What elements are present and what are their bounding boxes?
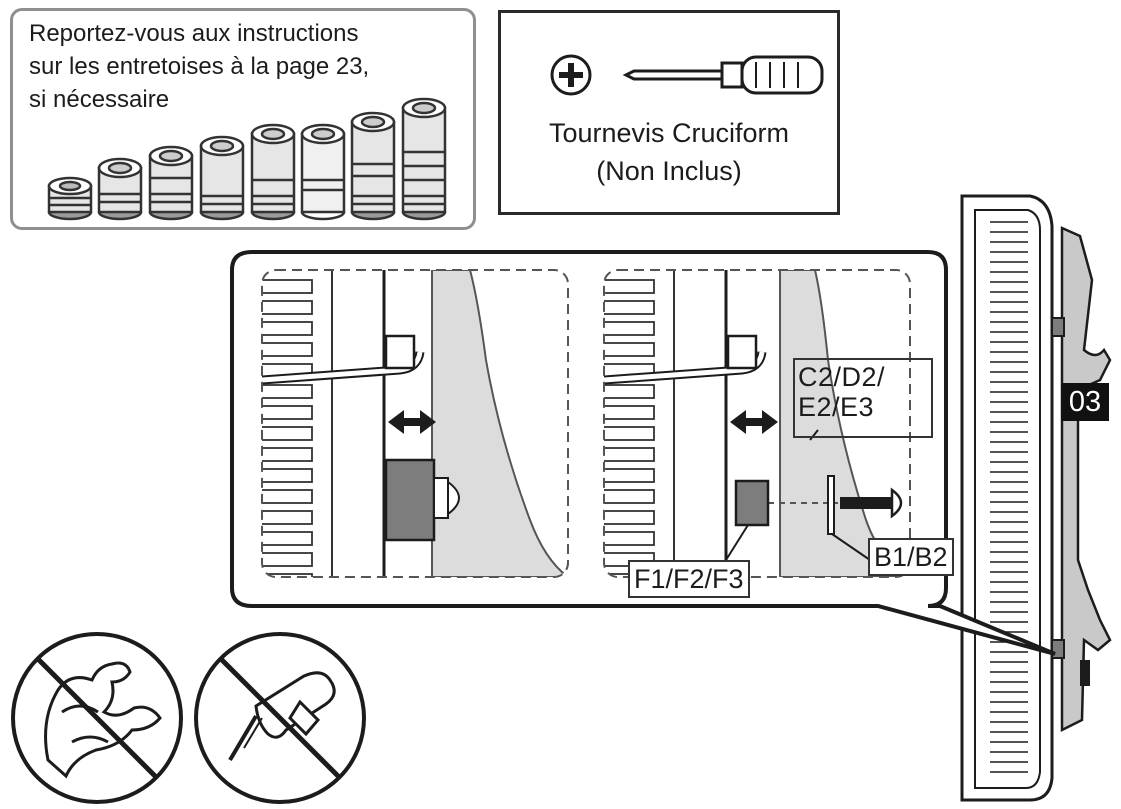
vent-slat (262, 447, 313, 462)
vent-slat (604, 300, 655, 315)
vent-slat (604, 468, 655, 483)
vent-slat (262, 531, 313, 546)
tool-requirement-panel: Tournevis Cruciform (Non Inclus) (498, 10, 840, 215)
vent-slat (604, 531, 655, 546)
vent-slat (604, 321, 655, 336)
spacer-parts-label: F1/F2/F3 (628, 560, 750, 598)
bracket-parts-label-line-1: C2/D2/ (798, 362, 886, 392)
detail-before-spacer (261, 269, 569, 578)
tool-name: Tournevis Cruciform (548, 118, 790, 148)
vent-slat (262, 468, 313, 483)
vent-slat (604, 426, 655, 441)
spacer-stacks-icon (47, 97, 447, 221)
spacer-note-line-1: Reportez-vous aux instructions (29, 20, 359, 47)
adjust-gap-arrow-left (388, 410, 436, 434)
vent-slat (262, 342, 313, 357)
phillips-screwdriver-icon (550, 54, 824, 96)
vent-slat (262, 384, 313, 399)
vent-slat (604, 405, 655, 420)
vent-slat (262, 489, 313, 504)
detail-with-spacer (603, 269, 911, 578)
vent-slat (262, 321, 313, 336)
vent-slat (604, 510, 655, 525)
vent-slat (262, 405, 313, 420)
vent-slat (604, 279, 655, 294)
vent-slat (262, 552, 313, 567)
step-number-badge: 03 (1061, 383, 1109, 421)
spacer-note-line-3: si nécessaire (29, 86, 170, 113)
screw-parts-label: B1/B2 (868, 538, 954, 576)
no-power-drill-icon (194, 632, 366, 804)
vent-slat (262, 426, 313, 441)
vent-slat (262, 300, 313, 315)
tv-side-view (960, 194, 1054, 802)
vent-slat (262, 573, 313, 577)
vent-slat (604, 384, 655, 399)
no-excessive-force-icon (11, 632, 183, 804)
adjust-gap-arrow-right (730, 410, 778, 434)
spacer-note-line-2: sur les entretoises à la page 23, (29, 53, 370, 80)
wall-bracket-side (1051, 226, 1112, 733)
vent-slat (604, 342, 655, 357)
bracket-parts-label: C2/D2/ E2/E3 (798, 362, 885, 422)
bracket-parts-label-line-2: E2/E3 (798, 392, 875, 422)
bracket-parts-label-frame (793, 358, 933, 438)
spacer-instruction-text: Reportez-vous aux instructions sur les e… (29, 17, 469, 116)
vent-slat (604, 447, 655, 462)
vent-slat (604, 489, 655, 504)
vent-slat (262, 279, 313, 294)
vent-slat (262, 510, 313, 525)
tool-not-included-note: (Non Inclus) (596, 156, 742, 186)
